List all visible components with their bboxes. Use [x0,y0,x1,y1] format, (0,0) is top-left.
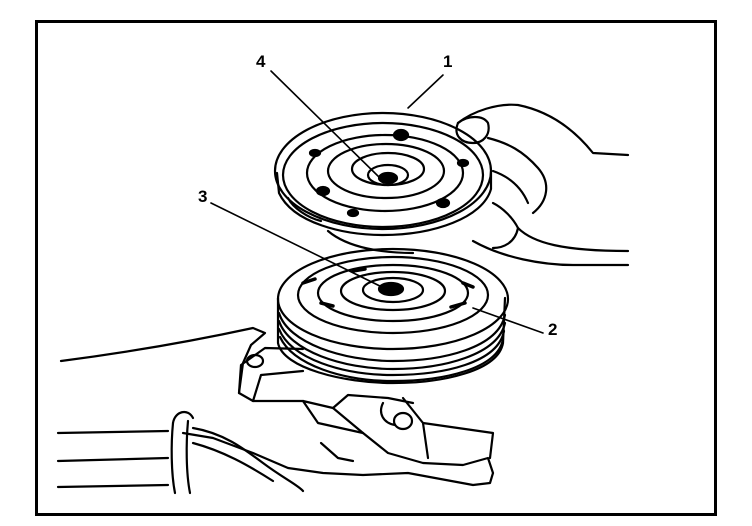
leader-line-1 [407,74,444,109]
leader-line-3 [210,202,389,291]
callout-3: 3 [198,187,208,206]
pulley-rotor [276,247,510,385]
callout-4: 4 [256,52,266,71]
figure-frame: 1 2 3 4 [35,20,717,516]
leader-line-2 [472,307,544,334]
callout-1: 1 [443,52,453,71]
hose-lines [56,410,305,495]
hand-outline [286,103,630,267]
compressor-body [59,326,495,487]
leader-line-4 [270,70,382,180]
leader-lines [210,70,544,334]
clutch-plate [273,111,493,237]
clutch-assembly-illustration [56,70,630,495]
callout-2: 2 [548,320,558,339]
